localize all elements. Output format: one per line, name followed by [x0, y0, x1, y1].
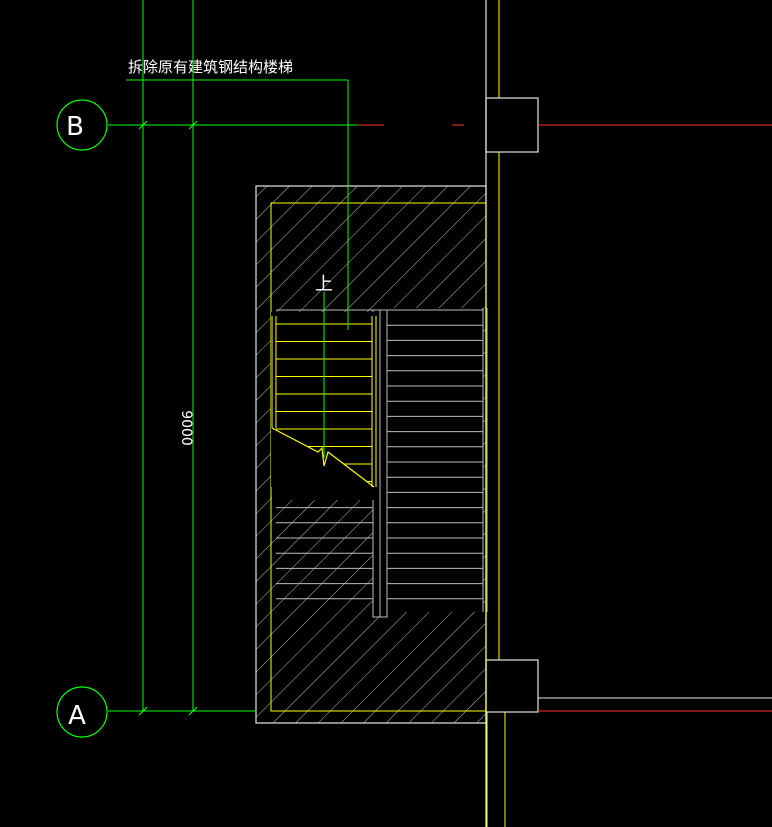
left-stair-flight[interactable]: [271, 312, 374, 500]
axis-label-b: B: [66, 112, 84, 142]
left-stair-rails: [271, 316, 377, 487]
break-line: [271, 427, 375, 488]
annotation-leader: [126, 79, 349, 330]
right-flight-background: [387, 308, 483, 612]
right-wall-lines: [485, 0, 506, 827]
axis-bubble-a[interactable]: A: [56, 686, 108, 738]
grid-lines-red: [358, 124, 772, 712]
column-a[interactable]: [485, 659, 539, 713]
annotation-text: 拆除原有建筑钢结构楼梯: [128, 58, 293, 76]
central-handrail: [372, 309, 388, 618]
axis-bubble-b[interactable]: B: [56, 99, 108, 151]
column-b[interactable]: [485, 97, 539, 153]
break-mask: [272, 428, 374, 500]
up-label: 上: [315, 274, 333, 295]
dimension-lines: [138, 0, 198, 716]
axis-label-a: A: [68, 701, 86, 731]
dimension-text: 9000: [178, 410, 194, 446]
